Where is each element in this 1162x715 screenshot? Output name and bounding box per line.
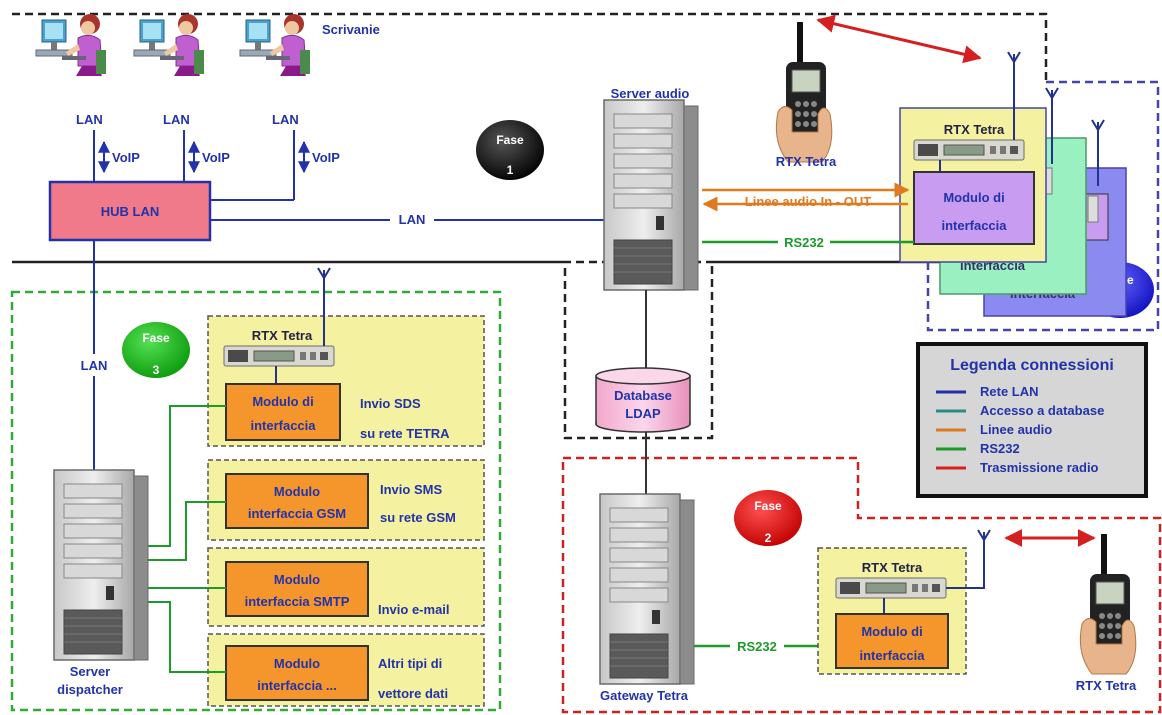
svg-text:Fase: Fase [142, 331, 170, 345]
rtx-tetra-phase2-label: RTX Tetra [862, 560, 923, 575]
svg-text:interfaccia: interfaccia [250, 418, 316, 433]
altri-label-2: vettore dati [378, 686, 448, 701]
legend-item-label: Accesso a database [980, 403, 1104, 418]
altri-label-1: Altri tipi di [378, 656, 442, 671]
rtx-tetra-phase4-unit [913, 139, 1025, 161]
invio-sds-label-1: Invio SDS [360, 396, 421, 411]
svg-text:interfaccia: interfaccia [859, 648, 925, 663]
svg-text:interfaccia SMTP: interfaccia SMTP [245, 594, 350, 609]
phase2-badge: Fase 2 [734, 490, 802, 546]
svg-text:Fase: Fase [754, 499, 782, 513]
hub-lan-label: HUB LAN [101, 204, 160, 219]
desk-workstation-1 [35, 13, 107, 77]
rtx-handheld-bottom [1080, 534, 1135, 674]
lan-label-1: LAN [76, 112, 103, 127]
modulo-interfaccia-smtp [225, 561, 369, 617]
svg-text:Modulo di: Modulo di [861, 624, 922, 639]
server-audio [603, 99, 699, 291]
svg-text:Modulo: Modulo [274, 572, 320, 587]
voip-label-2: VoIP [202, 150, 230, 165]
rtx-tetra-phase4-label: RTX Tetra [944, 122, 1005, 137]
svg-text:interfaccia GSM: interfaccia GSM [248, 506, 346, 521]
zone-phase1-border [12, 12, 1048, 440]
zone-phase4-border [926, 80, 1160, 332]
modulo-interfaccia-phase2 [835, 613, 949, 669]
server-audio-label: Server audio [611, 86, 690, 101]
modulo-interfaccia-altri [225, 645, 369, 701]
server-dispatcher-label-2: dispatcher [57, 682, 123, 697]
rs232-audio-label: RS232 [784, 235, 824, 250]
legend-item-label: Rete LAN [980, 384, 1039, 399]
rs232-gateway-label: RS232 [737, 639, 777, 654]
svg-text:3: 3 [153, 363, 160, 377]
desk-workstation-3 [239, 13, 311, 77]
radio-arrow-top [816, 14, 982, 64]
server-dispatcher-label-1: Server [70, 664, 110, 679]
svg-text:Fase: Fase [496, 133, 524, 147]
invio-sms-label-1: Invio SMS [380, 482, 442, 497]
database-ldap: Database LDAP [595, 367, 691, 433]
hub-lan-box [48, 180, 212, 242]
voip-label-3: VoIP [312, 150, 340, 165]
svg-text:LDAP: LDAP [625, 406, 661, 421]
lan-label-2: LAN [163, 112, 190, 127]
legend-item-label: Trasmissione radio [980, 460, 1099, 475]
svg-text:Modulo: Modulo [274, 656, 320, 671]
svg-text:Database: Database [614, 388, 672, 403]
lan-dispatcher-label: LAN [81, 358, 108, 373]
phase3-badge: Fase 3 [122, 322, 190, 378]
invio-email-label: Invio e-mail [378, 602, 450, 617]
lan-hub-server-label: LAN [399, 212, 426, 227]
svg-text:Modulo: Modulo [274, 484, 320, 499]
rtx-tetra-phase3-unit [223, 345, 335, 367]
legend-item-label: RS232 [980, 441, 1020, 456]
zone-phase2-border [561, 456, 1162, 714]
rtx-tetra-phase3-label: RTX Tetra [252, 328, 313, 343]
invio-sms-label-2: su rete GSM [380, 510, 456, 525]
voip-label-1: VoIP [112, 150, 140, 165]
server-dispatcher [53, 469, 149, 661]
legend-title: Legenda connessioni [950, 357, 1114, 374]
svg-text:Modulo di: Modulo di [252, 394, 313, 409]
gateway-tetra [599, 493, 695, 685]
zone-phase3-border [10, 290, 502, 712]
svg-text:interfaccia: interfaccia [941, 218, 1007, 233]
rtx-handheld-top-label: RTX Tetra [776, 154, 837, 169]
svg-text:2: 2 [765, 531, 772, 545]
modulo-interfaccia-tetra [225, 383, 341, 441]
scrivanie-label: Scrivanie [322, 22, 380, 37]
gateway-tetra-label: Gateway Tetra [600, 688, 689, 703]
invio-sds-label-2: su rete TETRA [360, 426, 450, 441]
svg-text:interfaccia ...: interfaccia ... [257, 678, 336, 693]
rtx-handheld-top [776, 22, 831, 162]
linee-audio-label: Linee audio In - OUT [745, 194, 871, 209]
legend: Legenda connessioni Rete LAN Accesso a da… [916, 342, 1148, 498]
svg-text:1: 1 [507, 163, 514, 177]
modulo-interfaccia-gsm [225, 473, 369, 529]
svg-text:Modulo di: Modulo di [943, 190, 1004, 205]
rtx-handheld-bottom-label: RTX Tetra [1076, 678, 1137, 693]
modulo-interfaccia-phase4 [913, 171, 1035, 245]
legend-item-label: Linee audio [980, 422, 1052, 437]
lan-label-3: LAN [272, 112, 299, 127]
phase1-badge: Fase 1 [476, 120, 544, 180]
rtx-tetra-phase2-unit [835, 577, 947, 599]
desk-workstation-2 [133, 13, 205, 77]
